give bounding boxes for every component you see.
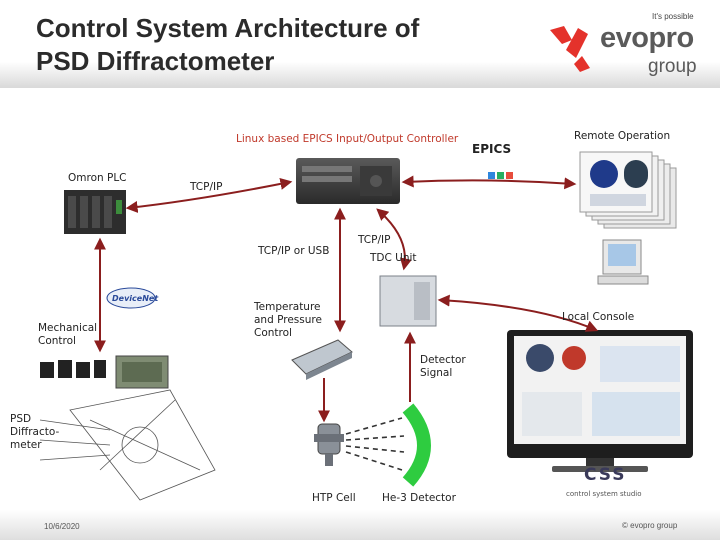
- page-title: Control System Architecture of PSD Diffr…: [36, 12, 419, 78]
- css-logo-subtext: control system studio: [566, 490, 642, 498]
- psd-line-3: meter: [10, 439, 42, 451]
- arrow-tdc-console: [437, 294, 599, 332]
- arrow-ioc-tdc: [376, 208, 412, 271]
- beam-lines: [345, 417, 405, 471]
- evopro-logo: It's possible evopro group: [540, 8, 720, 88]
- remote-pc: [597, 239, 649, 285]
- title-line-2: PSD Diffractometer: [36, 46, 275, 76]
- mechanical-control-line-1: Mechanical: [38, 322, 98, 334]
- htp-cell-label: HTP Cell: [312, 492, 356, 504]
- temperature-line-2: and Pressure: [254, 314, 322, 326]
- logo-group: group: [648, 56, 697, 77]
- motors-and-board: [40, 355, 169, 389]
- remote-operation-label: Remote Operation: [574, 130, 671, 142]
- psd-line-1: PSD: [10, 413, 32, 425]
- omron-plc: [64, 190, 126, 234]
- epics-badge-label: EPICS: [472, 142, 512, 156]
- temperature-line-1: Temperature: [254, 301, 321, 313]
- devicenet-label: DeviceNet: [112, 294, 159, 303]
- he3-detector-arc: [402, 403, 431, 487]
- logo-tagline: It's possible: [652, 12, 694, 21]
- arrow-ioc-plc: [125, 177, 293, 213]
- psd-diffractometer-drawing: [39, 389, 216, 501]
- psd-line-2: Diffracto-: [10, 426, 60, 438]
- htp-cell: [314, 423, 344, 466]
- connection-arrows: [94, 175, 599, 423]
- tcpip-top-label: TCP/IP: [190, 181, 223, 193]
- footer-date: 10/6/2020: [44, 522, 80, 531]
- evopro-logo-mark-icon: [550, 26, 590, 72]
- he3-detector-label: He-3 Detector: [382, 492, 456, 504]
- temperature-line-3: Control: [254, 327, 292, 339]
- remote-operation-screens: [579, 151, 677, 229]
- epics-controller-label: Linux based EPICS Input/Output Controlle…: [236, 133, 459, 145]
- temperature-controller: [291, 339, 353, 380]
- psd-diffractometer-label: PSD Diffracto- meter: [10, 413, 59, 452]
- detector-signal-label: Detector Signal: [420, 354, 466, 380]
- title-line-1: Control System Architecture of: [36, 13, 420, 43]
- tdc-unit: [379, 275, 437, 327]
- mechanical-control-line-2: Control: [38, 335, 76, 347]
- epics-badge: [488, 172, 513, 179]
- tcpip-usb-label: TCP/IP or USB: [258, 245, 330, 257]
- tcpip-tdc-label: TCP/IP: [358, 234, 391, 246]
- detector-signal-line-2: Signal: [420, 367, 453, 379]
- footer-band: [0, 510, 720, 540]
- mechanical-control-label: Mechanical Control: [38, 322, 97, 348]
- local-console-label: Local Console: [562, 311, 635, 323]
- local-console-monitor: [507, 330, 693, 472]
- devicenet-badge: [106, 287, 156, 309]
- header-band: Control System Architecture of PSD Diffr…: [0, 0, 720, 88]
- detector-signal-line-1: Detector: [420, 354, 466, 366]
- footer-copyright: © evopro group: [622, 521, 678, 530]
- logo-word: evopro: [600, 22, 694, 54]
- css-logo-text: CSS: [584, 465, 627, 485]
- temperature-label: Temperature and Pressure Control: [254, 301, 322, 340]
- tdc-unit-label: TDC Unit: [370, 252, 417, 264]
- omron-plc-label: Omron PLC: [68, 172, 127, 184]
- css-logo: [566, 472, 670, 498]
- epics-ioc-server: [296, 158, 400, 204]
- arrow-ioc-remote: [401, 175, 577, 190]
